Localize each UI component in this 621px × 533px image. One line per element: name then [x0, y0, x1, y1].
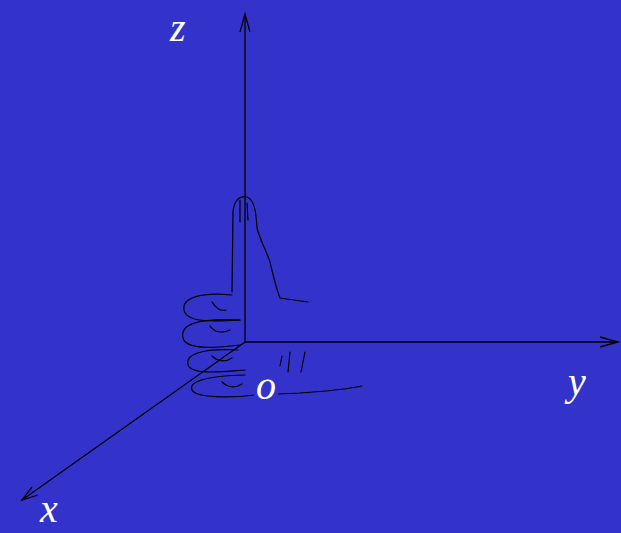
finger [191, 375, 255, 397]
thumb-nail [240, 200, 248, 222]
x-axis [22, 342, 245, 500]
thumb [232, 197, 308, 302]
coordinate-axes [22, 14, 618, 500]
y-axis [245, 341, 618, 342]
knuckle-lines [210, 302, 242, 387]
z-arrowhead [240, 14, 250, 32]
finger [183, 320, 240, 348]
z-axis [244, 14, 245, 342]
y-arrowhead [600, 337, 618, 347]
axis-label: z [168, 8, 188, 48]
axis-label: o [254, 366, 278, 406]
axis-label: x [38, 489, 60, 529]
finger [184, 294, 240, 321]
x-arrowhead [22, 487, 38, 500]
axis-label: y [566, 362, 588, 402]
finger [188, 350, 245, 372]
wrist-lines [280, 352, 305, 372]
